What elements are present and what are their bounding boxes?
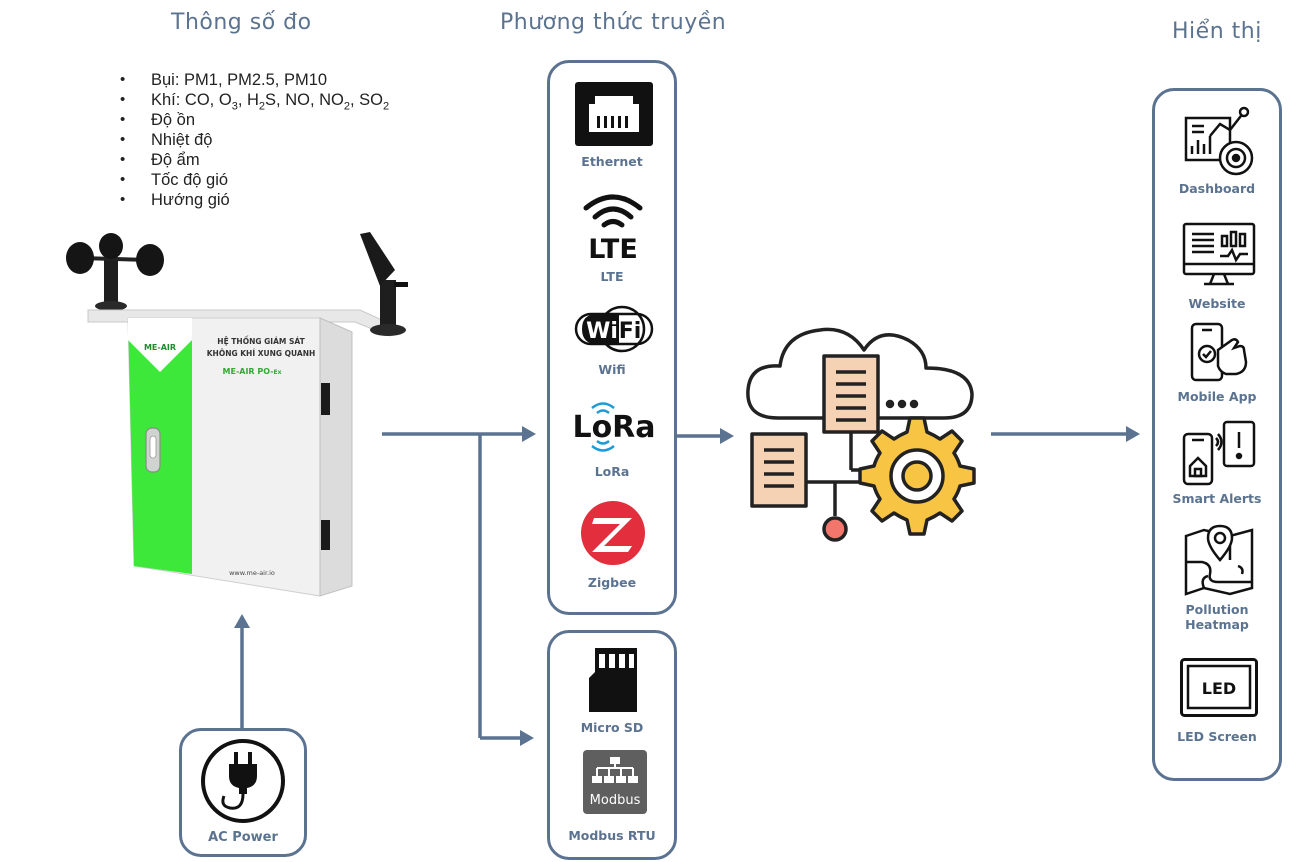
parameter-wind-direction: Hướng gió	[118, 190, 389, 210]
lte-icon-text: LTE	[588, 234, 638, 265]
display-label-pollution-heatmap-line2: Heatmap	[1185, 617, 1249, 632]
ethernet-icon	[575, 82, 653, 146]
lora-icon: LoRa	[572, 402, 656, 452]
local-label-micro-sd: Micro SD	[580, 720, 644, 735]
device-panel-line1: HỆ THỐNG GIÁM SÁT	[217, 336, 305, 346]
wifi-icon-text-b: Fi	[619, 319, 642, 344]
heading-transmit: Phương thức truyền	[500, 10, 727, 35]
cloud-server-gear-icon	[746, 327, 976, 542]
monitoring-device: ME-AIR HỆ THỐNG GIÁM SÁT KHÔNG KHÍ XUNG …	[66, 232, 408, 597]
parameter-gas: Khí: CO, O3, H2S, NO, NO2, SO2	[118, 90, 389, 112]
local-label-modbus: Modbus RTU	[568, 828, 656, 843]
wifi-icon-text-a: Wi	[586, 319, 618, 344]
device-model: ME-AIR PO-Ex	[223, 367, 282, 376]
mobile-app-icon	[1190, 322, 1248, 382]
display-label-pollution-heatmap-line1: Pollution	[1185, 602, 1249, 617]
device-brand: ME-AIR	[144, 343, 176, 352]
smart-alerts-icon	[1182, 420, 1256, 486]
modbus-icon: Modbus	[583, 750, 647, 814]
lte-icon: LTE	[583, 194, 643, 265]
parameter-noise: Độ ồn	[118, 110, 389, 130]
wireless-label-zigbee: Zigbee	[587, 575, 637, 590]
display-label-led-screen: LED Screen	[1177, 729, 1257, 744]
heading-display: Hiển thị	[1172, 19, 1262, 44]
modbus-icon-text: Modbus	[590, 793, 641, 808]
wireless-label-lte: LTE	[600, 269, 624, 284]
device-panel-line2: KHÔNG KHÍ XUNG QUANH	[207, 349, 316, 358]
display-label-smart-alerts: Smart Alerts	[1172, 491, 1262, 506]
anemometer-icon	[66, 233, 164, 311]
zigbee-icon	[581, 501, 645, 565]
website-icon	[1182, 222, 1256, 286]
ac-power-panel	[179, 728, 307, 857]
lora-icon-text: LoRa	[572, 410, 655, 445]
led-screen-icon: LED	[1180, 658, 1258, 717]
led-screen-icon-text: LED	[1202, 679, 1236, 698]
parameter-temperature: Nhiệt độ	[118, 130, 389, 150]
display-label-mobile-app: Mobile App	[1177, 389, 1257, 404]
wireless-label-lora: LoRa	[594, 464, 630, 479]
display-label-dashboard: Dashboard	[1178, 181, 1256, 196]
device-url: www.me-air.io	[229, 569, 275, 577]
pollution-heatmap-icon	[1184, 524, 1254, 596]
parameter-list: Bụi: PM1, PM2.5, PM10 Khí: CO, O3, H2S, …	[118, 70, 389, 210]
wind-vane-icon	[360, 232, 408, 336]
ac-power-label: AC Power	[208, 830, 278, 845]
parameter-humidity: Độ ẩm	[118, 150, 389, 170]
micro-sd-icon	[589, 648, 637, 712]
ac-power-plug-icon	[201, 739, 285, 823]
parameter-wind-speed: Tốc độ gió	[118, 170, 389, 190]
wireless-label-ethernet: Ethernet	[581, 154, 643, 169]
heading-measure: Thông số đo	[171, 10, 312, 35]
wifi-icon: Wi Fi	[574, 305, 654, 353]
dashboard-icon	[1184, 106, 1254, 176]
wireless-label-wifi: Wifi	[598, 362, 626, 377]
parameter-dust: Bụi: PM1, PM2.5, PM10	[118, 70, 389, 90]
display-label-website: Website	[1188, 296, 1246, 311]
